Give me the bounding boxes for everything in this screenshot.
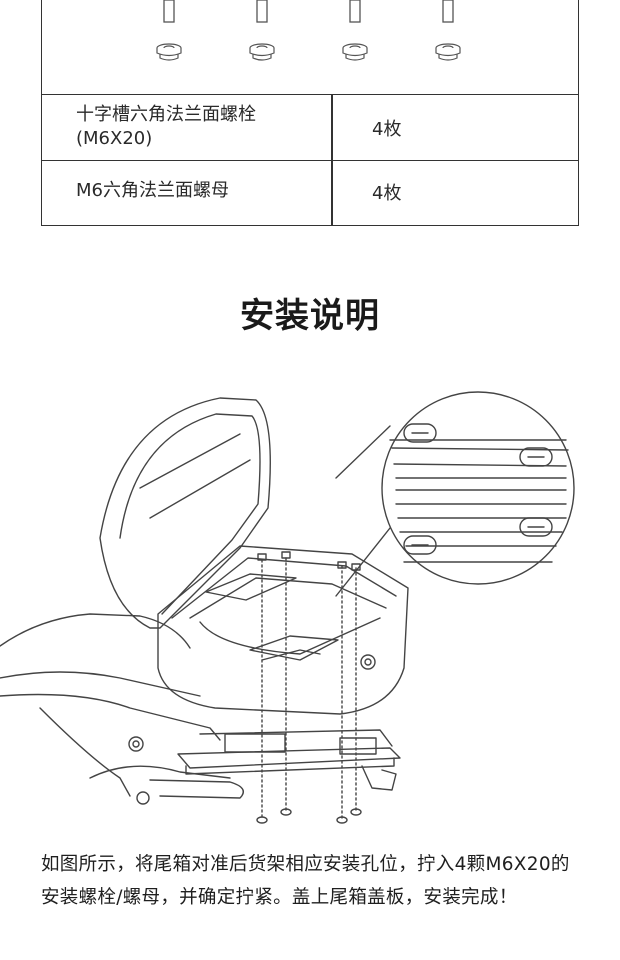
rack-detail-circle [381, 391, 575, 585]
installation-diagram [0, 378, 620, 838]
part-name: 十字槽六角法兰面螺栓(M6X20) [76, 104, 256, 149]
parts-table: 十字槽六角法兰面螺栓(M6X20) 4枚 M6六角法兰面螺母 4枚 [41, 0, 579, 226]
bolt-icon [163, 0, 175, 23]
part-quantity: 4枚 [372, 119, 402, 140]
nuts-below-rack [256, 808, 362, 824]
rear-rack-outline [149, 729, 401, 799]
section-title: 安装说明 [240, 296, 380, 336]
installation-line-drawing [0, 391, 575, 824]
tail-box-lid [99, 397, 271, 629]
nut-icon [342, 43, 368, 61]
table-row: 十字槽六角法兰面螺栓(M6X20) 4枚 [42, 95, 578, 161]
mounting-bolts [261, 557, 357, 819]
part-quantity: 4枚 [372, 183, 402, 204]
nut-icons [156, 43, 461, 61]
nut-icon [156, 43, 182, 61]
hardware-illustration-row [42, 0, 578, 95]
bolt-icon [442, 0, 454, 23]
detail-callout-lines [335, 425, 391, 597]
table-row: M6六角法兰面螺母 4枚 [42, 161, 578, 226]
bolt-icon [256, 0, 268, 23]
nut-icon [435, 43, 461, 61]
nut-icon [249, 43, 275, 61]
scooter-seat-outline [0, 613, 231, 805]
tail-box-body [157, 545, 409, 715]
bolt-heads [257, 551, 361, 571]
installation-instructions: 如图所示，将尾箱对准后货架相应安装孔位，拧入4颗M6X20的安装螺栓/螺母，并确… [41, 854, 570, 908]
bolt-icon [349, 0, 361, 23]
part-name: M6六角法兰面螺母 [76, 180, 229, 201]
bolts-and-nuts-illustration [156, 0, 461, 61]
